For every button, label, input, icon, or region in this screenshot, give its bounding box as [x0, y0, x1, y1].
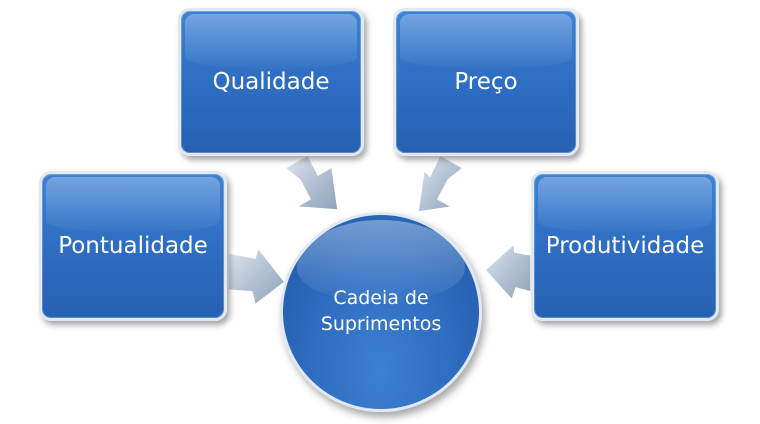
box-qualidade-label: Qualidade — [212, 69, 330, 95]
center-label: Cadeia de Suprimentos — [321, 286, 441, 337]
box-preco-label: Preço — [454, 69, 518, 95]
center-label-line2: Suprimentos — [320, 313, 442, 335]
arrow-qualidade — [283, 153, 339, 211]
box-pontualidade: Pontualidade — [39, 171, 227, 321]
arrow-preco — [417, 153, 465, 213]
box-preco: Preço — [393, 8, 579, 156]
box-produtividade: Produtividade — [531, 171, 719, 321]
center-circle: Cadeia de Suprimentos — [280, 212, 482, 412]
arrow-produtividade — [483, 242, 532, 302]
arrow-pontualidade — [227, 246, 287, 307]
center-label-line1: Cadeia de — [333, 287, 429, 310]
box-qualidade: Qualidade — [178, 8, 364, 156]
box-produtividade-label: Produtividade — [545, 233, 705, 259]
box-pontualidade-label: Pontualidade — [58, 233, 208, 259]
